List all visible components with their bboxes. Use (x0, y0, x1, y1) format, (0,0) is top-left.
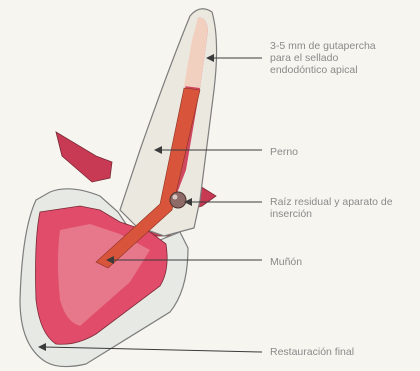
label-perno: Perno (270, 146, 298, 158)
label-restauracion-line-1: Restauración final (270, 346, 354, 358)
label-munon-line-1: Muñón (270, 256, 302, 268)
label-munon: Muñón (270, 256, 302, 268)
label-gutapercha-line-3: endodóntico apical (270, 64, 376, 76)
label-restauracion: Restauración final (270, 346, 354, 358)
label-raiz-line-1: Raíz residual y aparato de (270, 196, 393, 208)
label-gutapercha-line-2: para el sellado (270, 52, 376, 64)
label-gutapercha-line-1: 3-5 mm de gutapercha (270, 40, 376, 52)
label-perno-line-1: Perno (270, 146, 298, 158)
gingiva-left (56, 132, 112, 182)
label-raiz-line-2: inserción (270, 208, 393, 220)
residual-root-marker-highlight (173, 195, 178, 200)
residual-root-marker (170, 192, 186, 208)
label-gutapercha: 3-5 mm de gutapercha para el sellado end… (270, 40, 376, 76)
label-raiz-residual: Raíz residual y aparato de inserción (270, 196, 393, 220)
